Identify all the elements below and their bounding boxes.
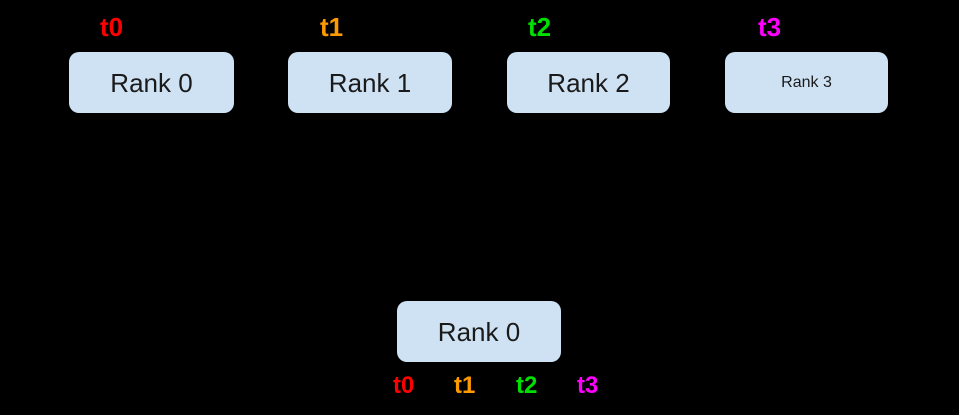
rank-box-2-top-label: Rank 2 xyxy=(547,67,630,98)
rank-box-0-top[interactable]: Rank 0 xyxy=(69,52,234,113)
rank-box-3-top[interactable]: Rank 3 xyxy=(725,52,888,113)
tick-label-t1-bottom: t1 xyxy=(454,372,476,399)
tick-label-t3-bottom: t3 xyxy=(577,372,599,399)
rank-box-0-top-label: Rank 0 xyxy=(110,67,193,98)
rank-box-2-top[interactable]: Rank 2 xyxy=(507,52,670,113)
tick-label-t2-top: t2 xyxy=(528,12,552,42)
rank-box-1-top[interactable]: Rank 1 xyxy=(288,52,452,113)
tick-label-t0-bottom: t0 xyxy=(393,372,415,399)
tick-label-t0-top: t0 xyxy=(100,12,124,42)
rank-box-0-bottom-label: Rank 0 xyxy=(437,316,521,347)
tick-label-t1-top: t1 xyxy=(320,12,344,42)
rank-box-0-bottom[interactable]: Rank 0 xyxy=(397,301,561,362)
rank-box-1-top-label: Rank 1 xyxy=(328,67,412,98)
rank-box-3-top-label: Rank 3 xyxy=(781,73,832,91)
tick-label-t2-bottom: t2 xyxy=(516,372,538,399)
tick-label-t3-top: t3 xyxy=(758,12,782,42)
